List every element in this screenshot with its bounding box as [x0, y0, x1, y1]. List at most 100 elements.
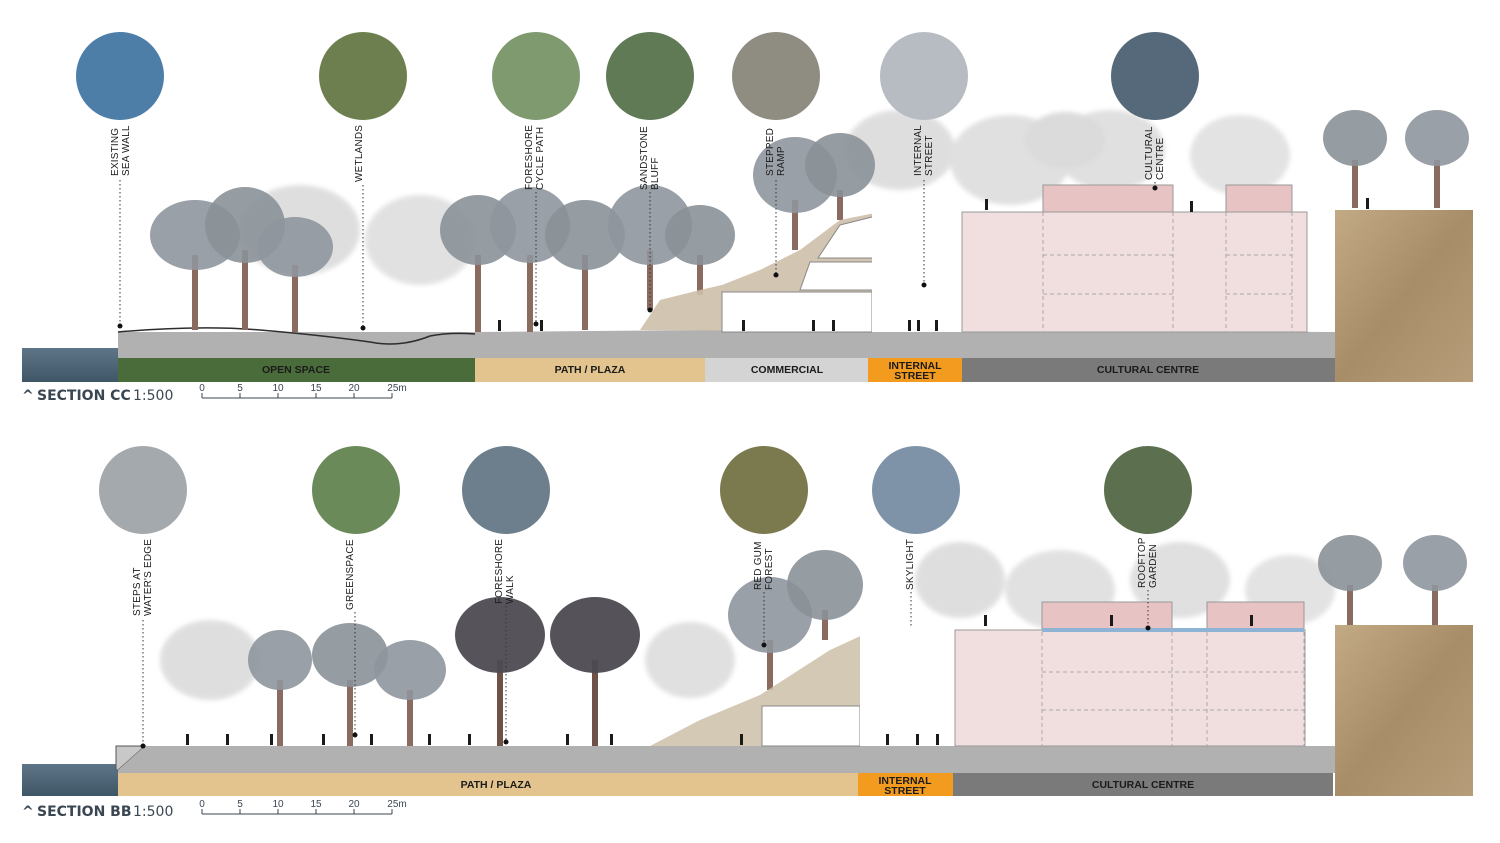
zone-label: COMMERCIAL [751, 364, 824, 376]
zone-label: INTERNAL [888, 360, 942, 372]
background-trees [160, 542, 1335, 700]
photo-rooftop-garden [1104, 446, 1192, 534]
zone-path-plaza [475, 358, 705, 382]
zone-commercial [705, 358, 868, 382]
scale-tick: 20 [348, 383, 360, 394]
callout-label: FORESHOREWALK [494, 539, 516, 604]
callout-label: ROOFTOPGARDEN [1137, 537, 1159, 588]
roof-block-1 [1041, 601, 1173, 631]
callout-label: RED GUMFOREST [753, 541, 775, 590]
scale-tick: 25m [387, 383, 406, 394]
foreground-trees [150, 110, 1469, 332]
water [22, 348, 122, 382]
building-gridlines [1041, 632, 1305, 746]
water [22, 764, 122, 796]
photo-red-gum-forest [720, 446, 808, 534]
scale-tick: 15 [310, 383, 322, 394]
section-scale: 1:500 [133, 388, 173, 404]
section-scale: 1:500 [133, 804, 173, 820]
scale-tick: 20 [348, 799, 360, 810]
callout-label: GREENSPACE [345, 539, 356, 610]
callout-photos [99, 446, 1192, 534]
callout-labels: STEPS ATWATER'S EDGE GREENSPACE FORESHOR… [132, 537, 1159, 616]
section-title-caret: ^ [22, 388, 34, 404]
zone-internal-street [868, 358, 962, 382]
photo-greenspace [312, 446, 400, 534]
callout-label: INTERNALSTREET [913, 125, 935, 176]
internal-street-void [872, 212, 962, 332]
zone-label: INTERNAL [878, 775, 932, 787]
section-bb: STEPS ATWATER'S EDGE GREENSPACE FORESHOR… [22, 446, 1473, 820]
scale-bar: 0 5 10 15 20 25m [199, 383, 407, 399]
wetland-ground [117, 327, 476, 345]
zone-cultural-centre [953, 773, 1333, 796]
photo-internal-street [880, 32, 968, 120]
ground-slab [118, 330, 1335, 358]
zone-label: CULTURAL CENTRE [1097, 364, 1199, 376]
photo-cultural-centre [1111, 32, 1199, 120]
callout-label: SKYLIGHT [905, 539, 916, 590]
section-title: SECTION BB [37, 804, 132, 820]
cultural-centre-building [954, 629, 1306, 747]
zone-label: STREET [884, 785, 926, 797]
cultural-centre-building [961, 211, 1308, 333]
scale-tick: 5 [237, 799, 243, 810]
leader-dots [117, 185, 1158, 331]
roof-block-2 [1225, 184, 1293, 213]
internal-street-void [860, 628, 955, 746]
people-silhouettes [186, 198, 1369, 745]
zone-open-space [118, 358, 475, 382]
callout-label: STEPPEDRAMP [765, 128, 787, 176]
photo-skylight [872, 446, 960, 534]
photo-wetlands [319, 32, 407, 120]
photo-sea-wall [76, 32, 164, 120]
zone-label: PATH / PLAZA [555, 364, 626, 376]
callout-label: SANDSTONEBLUFF [639, 126, 661, 190]
roof-block-1 [1042, 184, 1174, 213]
zone-label: PATH / PLAZA [461, 779, 532, 791]
callout-label: WETLANDS [354, 125, 365, 182]
scale-bar: 0 5 10 15 20 25m [199, 799, 407, 815]
callout-labels: EXISTINGSEA WALL WETLANDS FORESHORECYCLE… [110, 125, 1166, 190]
zone-cultural-centre [962, 358, 1335, 382]
callout-label: CULTURALCENTRE [1144, 126, 1166, 180]
ground-slab [118, 746, 1335, 773]
zone-label: STREET [894, 370, 936, 382]
sandstone-cliff [1335, 210, 1473, 382]
leader-dots [140, 625, 1151, 749]
section-title: SECTION CC [37, 388, 131, 404]
callout-label: STEPS ATWATER'S EDGE [132, 539, 154, 616]
sandstone-cliff [1335, 625, 1473, 796]
zone-path-plaza [118, 773, 858, 796]
scale-tick: 10 [272, 799, 284, 810]
callout-label: EXISTINGSEA WALL [110, 125, 132, 176]
section-cc: EXISTINGSEA WALL WETLANDS FORESHORECYCLE… [22, 32, 1473, 404]
zone-band: PATH / PLAZA INTERNAL STREET CULTURAL CE… [118, 773, 1333, 797]
scale-tick: 0 [199, 799, 205, 810]
photo-steps [99, 446, 187, 534]
zone-internal-street [858, 773, 953, 796]
leader-lines [142, 590, 1149, 746]
scale-tick: 25m [387, 799, 406, 810]
skylight-strip [1042, 628, 1304, 632]
scale-tick: 15 [310, 799, 322, 810]
section-title-caret: ^ [22, 804, 34, 820]
roof-block-2 [1206, 601, 1305, 631]
zone-band: OPEN SPACE PATH / PLAZA COMMERCIAL INTER… [118, 358, 1335, 382]
photo-foreshore-walk [462, 446, 550, 534]
zone-label: OPEN SPACE [262, 364, 330, 376]
foreground-trees [248, 535, 1467, 746]
callout-label: FORESHORECYCLE PATH [524, 125, 546, 190]
photo-stepped-ramp [732, 32, 820, 120]
photo-sandstone-bluff [606, 32, 694, 120]
scale-tick: 0 [199, 383, 205, 394]
zone-label: CULTURAL CENTRE [1092, 779, 1194, 791]
scale-tick: 5 [237, 383, 243, 394]
callout-photos [76, 32, 1199, 120]
photo-cycle-path [492, 32, 580, 120]
commercial-block [721, 291, 873, 333]
building-gridlines [1042, 212, 1293, 332]
scale-tick: 10 [272, 383, 284, 394]
cafe-block [761, 705, 861, 747]
